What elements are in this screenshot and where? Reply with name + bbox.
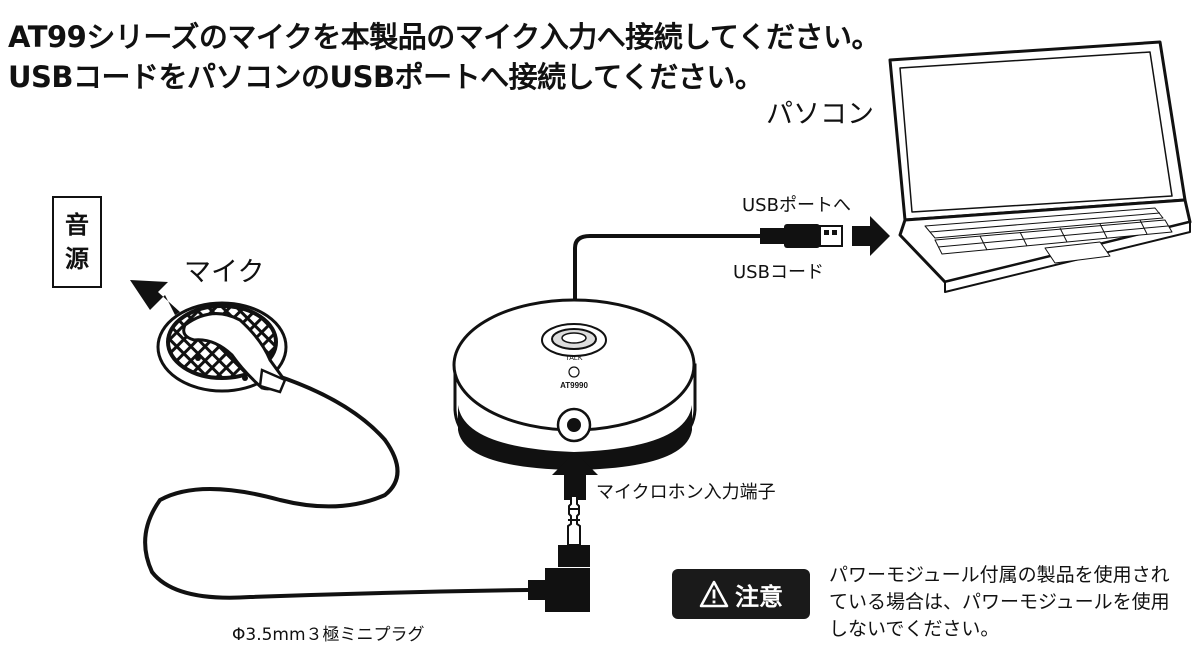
caution-badge-label: 注意	[735, 582, 783, 611]
instruction-line-2: USBコードをパソコンのUSBポートへ接続してください。	[8, 60, 764, 94]
usb-strain-relief	[760, 228, 784, 244]
instruction-line-1: AT99シリーズのマイクを本製品のマイク入力へ接続してください。	[8, 20, 880, 54]
caution-text: パワーモジュール付属の製品を使用されている場合は、パワーモジュールを使用しないで…	[829, 564, 1170, 640]
mini-plug	[528, 495, 590, 612]
model-label: AT9990	[560, 381, 588, 390]
source-char-1: 音	[65, 211, 89, 239]
usb-plug-body	[784, 224, 820, 248]
warning-triangle-icon	[699, 580, 729, 608]
caution-badge: 注意	[672, 569, 810, 619]
usb-cord-label: USBコード	[733, 262, 824, 283]
arrow-icon	[552, 452, 598, 500]
mic-input-terminal-label: マイクロホン入力端子	[596, 482, 776, 503]
brand-logo-icon	[568, 366, 580, 378]
arrow-icon	[130, 280, 180, 315]
talk-label: TALK	[566, 355, 583, 362]
source-char-2: 源	[65, 245, 89, 273]
usb-cable	[573, 216, 890, 305]
plug-label: Φ3.5mm３極ミニプラグ	[232, 625, 425, 645]
arrow-icon	[852, 216, 890, 256]
mic-label: マイク	[184, 257, 265, 288]
mic-cable	[143, 373, 529, 600]
usb-plug-tip	[819, 225, 843, 247]
sound-source-box: 音 源	[52, 196, 102, 288]
at9990-device: TALK AT9990	[452, 298, 697, 470]
pc-label: パソコン	[766, 99, 874, 130]
usb-port-label: USBポートへ	[742, 195, 851, 216]
mic-illustration	[156, 301, 288, 394]
laptop-illustration	[888, 40, 1192, 293]
